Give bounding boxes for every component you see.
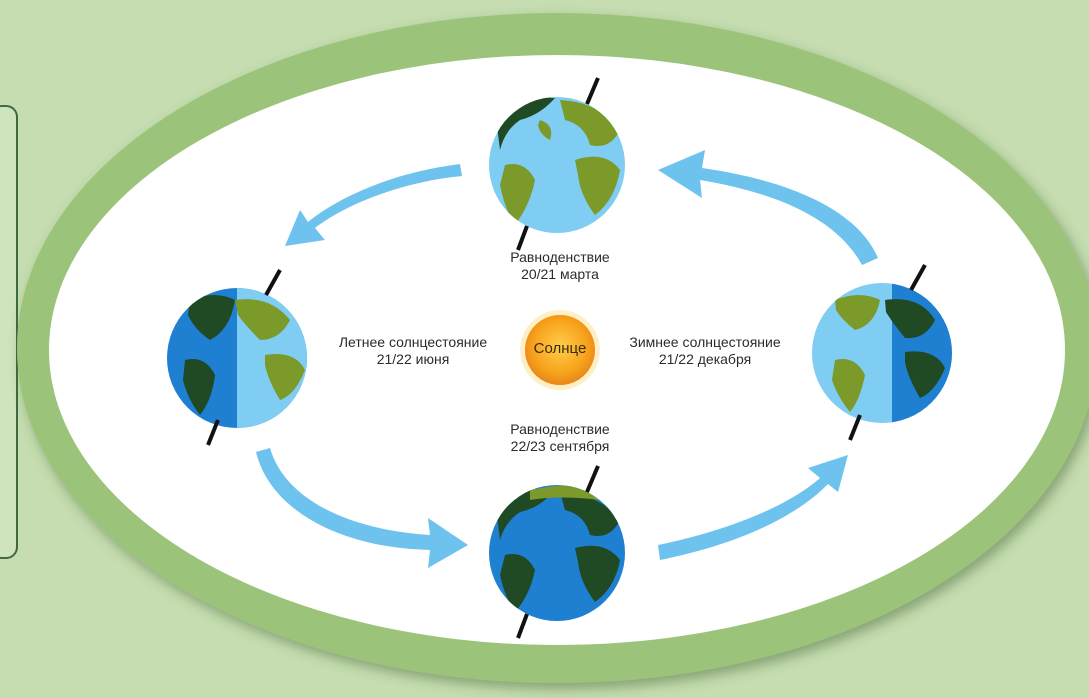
label-june-solstice: Летнее солнцестояние 21/22 июня bbox=[308, 334, 518, 368]
label-september-title: Равноденствие bbox=[510, 421, 610, 437]
label-december-solstice: Зимнее солнцестояние 21/22 декабря bbox=[600, 334, 810, 368]
sun-label: Солнце bbox=[533, 340, 587, 357]
label-march-title: Равноденствие bbox=[510, 249, 610, 265]
label-june-title: Летнее солнцестояние bbox=[338, 334, 488, 350]
label-december-date: 21/22 декабря bbox=[658, 351, 752, 367]
arrow-top-right bbox=[658, 150, 878, 265]
label-march-equinox: Равноденствие 20/21 марта bbox=[470, 249, 650, 283]
label-september-date: 22/23 сентября bbox=[510, 438, 610, 454]
arrow-bottom-right bbox=[658, 455, 848, 560]
earth-globe-september bbox=[489, 465, 625, 639]
label-march-date: 20/21 марта bbox=[521, 266, 599, 282]
side-panel-edge bbox=[0, 105, 18, 559]
earth-globe-march bbox=[489, 77, 625, 251]
sun bbox=[520, 310, 600, 390]
label-september-equinox: Равноденствие 22/23 сентября bbox=[460, 421, 660, 455]
arrow-bottom-left bbox=[256, 448, 468, 568]
label-june-date: 21/22 июня bbox=[376, 351, 450, 367]
orbit-arrows bbox=[256, 150, 878, 568]
label-december-title: Зимнее солнцестояние bbox=[629, 334, 781, 350]
arrow-top-left bbox=[285, 164, 462, 246]
